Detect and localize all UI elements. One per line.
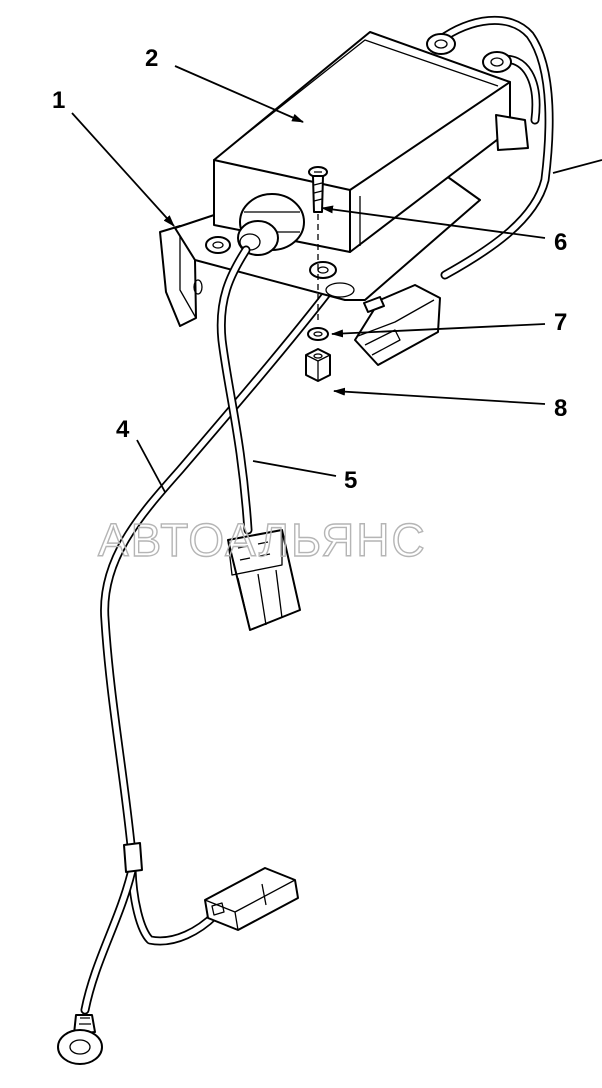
leader-lines: [71, 65, 602, 493]
box-end-fittings: [426, 33, 529, 151]
callout-6: 6: [554, 229, 567, 256]
connector-small: [204, 867, 299, 931]
watermark: АВТОАЛЬЯНС: [98, 514, 427, 566]
ring-terminal: [57, 1014, 103, 1065]
nut: [305, 348, 331, 382]
flange-holes: [205, 236, 355, 298]
washer: [307, 327, 329, 341]
connector-wire-3: [354, 284, 441, 366]
wire-sleeve: [123, 842, 143, 873]
connector-wire-5: [227, 529, 301, 631]
callout-8: 8: [554, 395, 567, 422]
callout-4: 4: [116, 416, 130, 443]
callout-5: 5: [344, 467, 357, 494]
harness-wire-5: [216, 245, 253, 535]
callout-labels: 1 2 4 5 6 7 8: [52, 45, 567, 494]
callout-2: 2: [145, 45, 158, 72]
callout-1: 1: [52, 87, 65, 114]
harness-wire-4: [80, 265, 350, 1015]
callout-7: 7: [554, 309, 567, 336]
